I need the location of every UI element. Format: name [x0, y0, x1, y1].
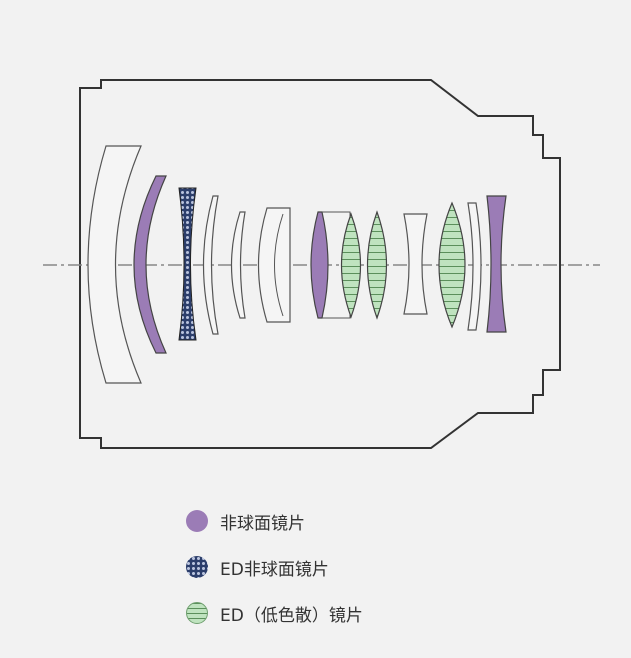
lens-element-6-inner	[274, 213, 284, 317]
legend-item-ed: ED（低色散）镜片	[186, 602, 363, 626]
lens-barrel-outline	[79, 79, 561, 449]
lens-element-7	[310, 211, 329, 319]
lens-element-10	[403, 213, 428, 315]
legend-label-aspherical: 非球面镜片	[220, 513, 305, 534]
purple-circle-icon	[186, 510, 208, 532]
lens-element-13	[486, 195, 507, 333]
legend-label-ed: ED（低色散）镜片	[220, 605, 363, 626]
legend: 非球面镜片 ED非球面镜片 ED（低色散）镜片	[186, 510, 363, 648]
lens-element-1	[87, 145, 142, 384]
lens-element-8	[340, 212, 362, 319]
green-striped-circle-icon	[186, 602, 208, 624]
lens-element-12	[467, 202, 482, 331]
lens-element-2	[133, 175, 167, 354]
lens-element-3	[178, 187, 197, 341]
lens-element-5	[230, 211, 246, 319]
navy-crosshatch-circle-icon	[186, 556, 208, 578]
legend-label-ed-aspherical: ED非球面镜片	[220, 559, 329, 580]
lens-element-4	[202, 195, 219, 335]
lens-construction-diagram	[43, 79, 600, 449]
legend-item-aspherical: 非球面镜片	[186, 510, 363, 534]
lens-element-9	[366, 210, 388, 320]
legend-item-ed-aspherical: ED非球面镜片	[186, 556, 363, 580]
lens-element-11	[438, 201, 466, 329]
